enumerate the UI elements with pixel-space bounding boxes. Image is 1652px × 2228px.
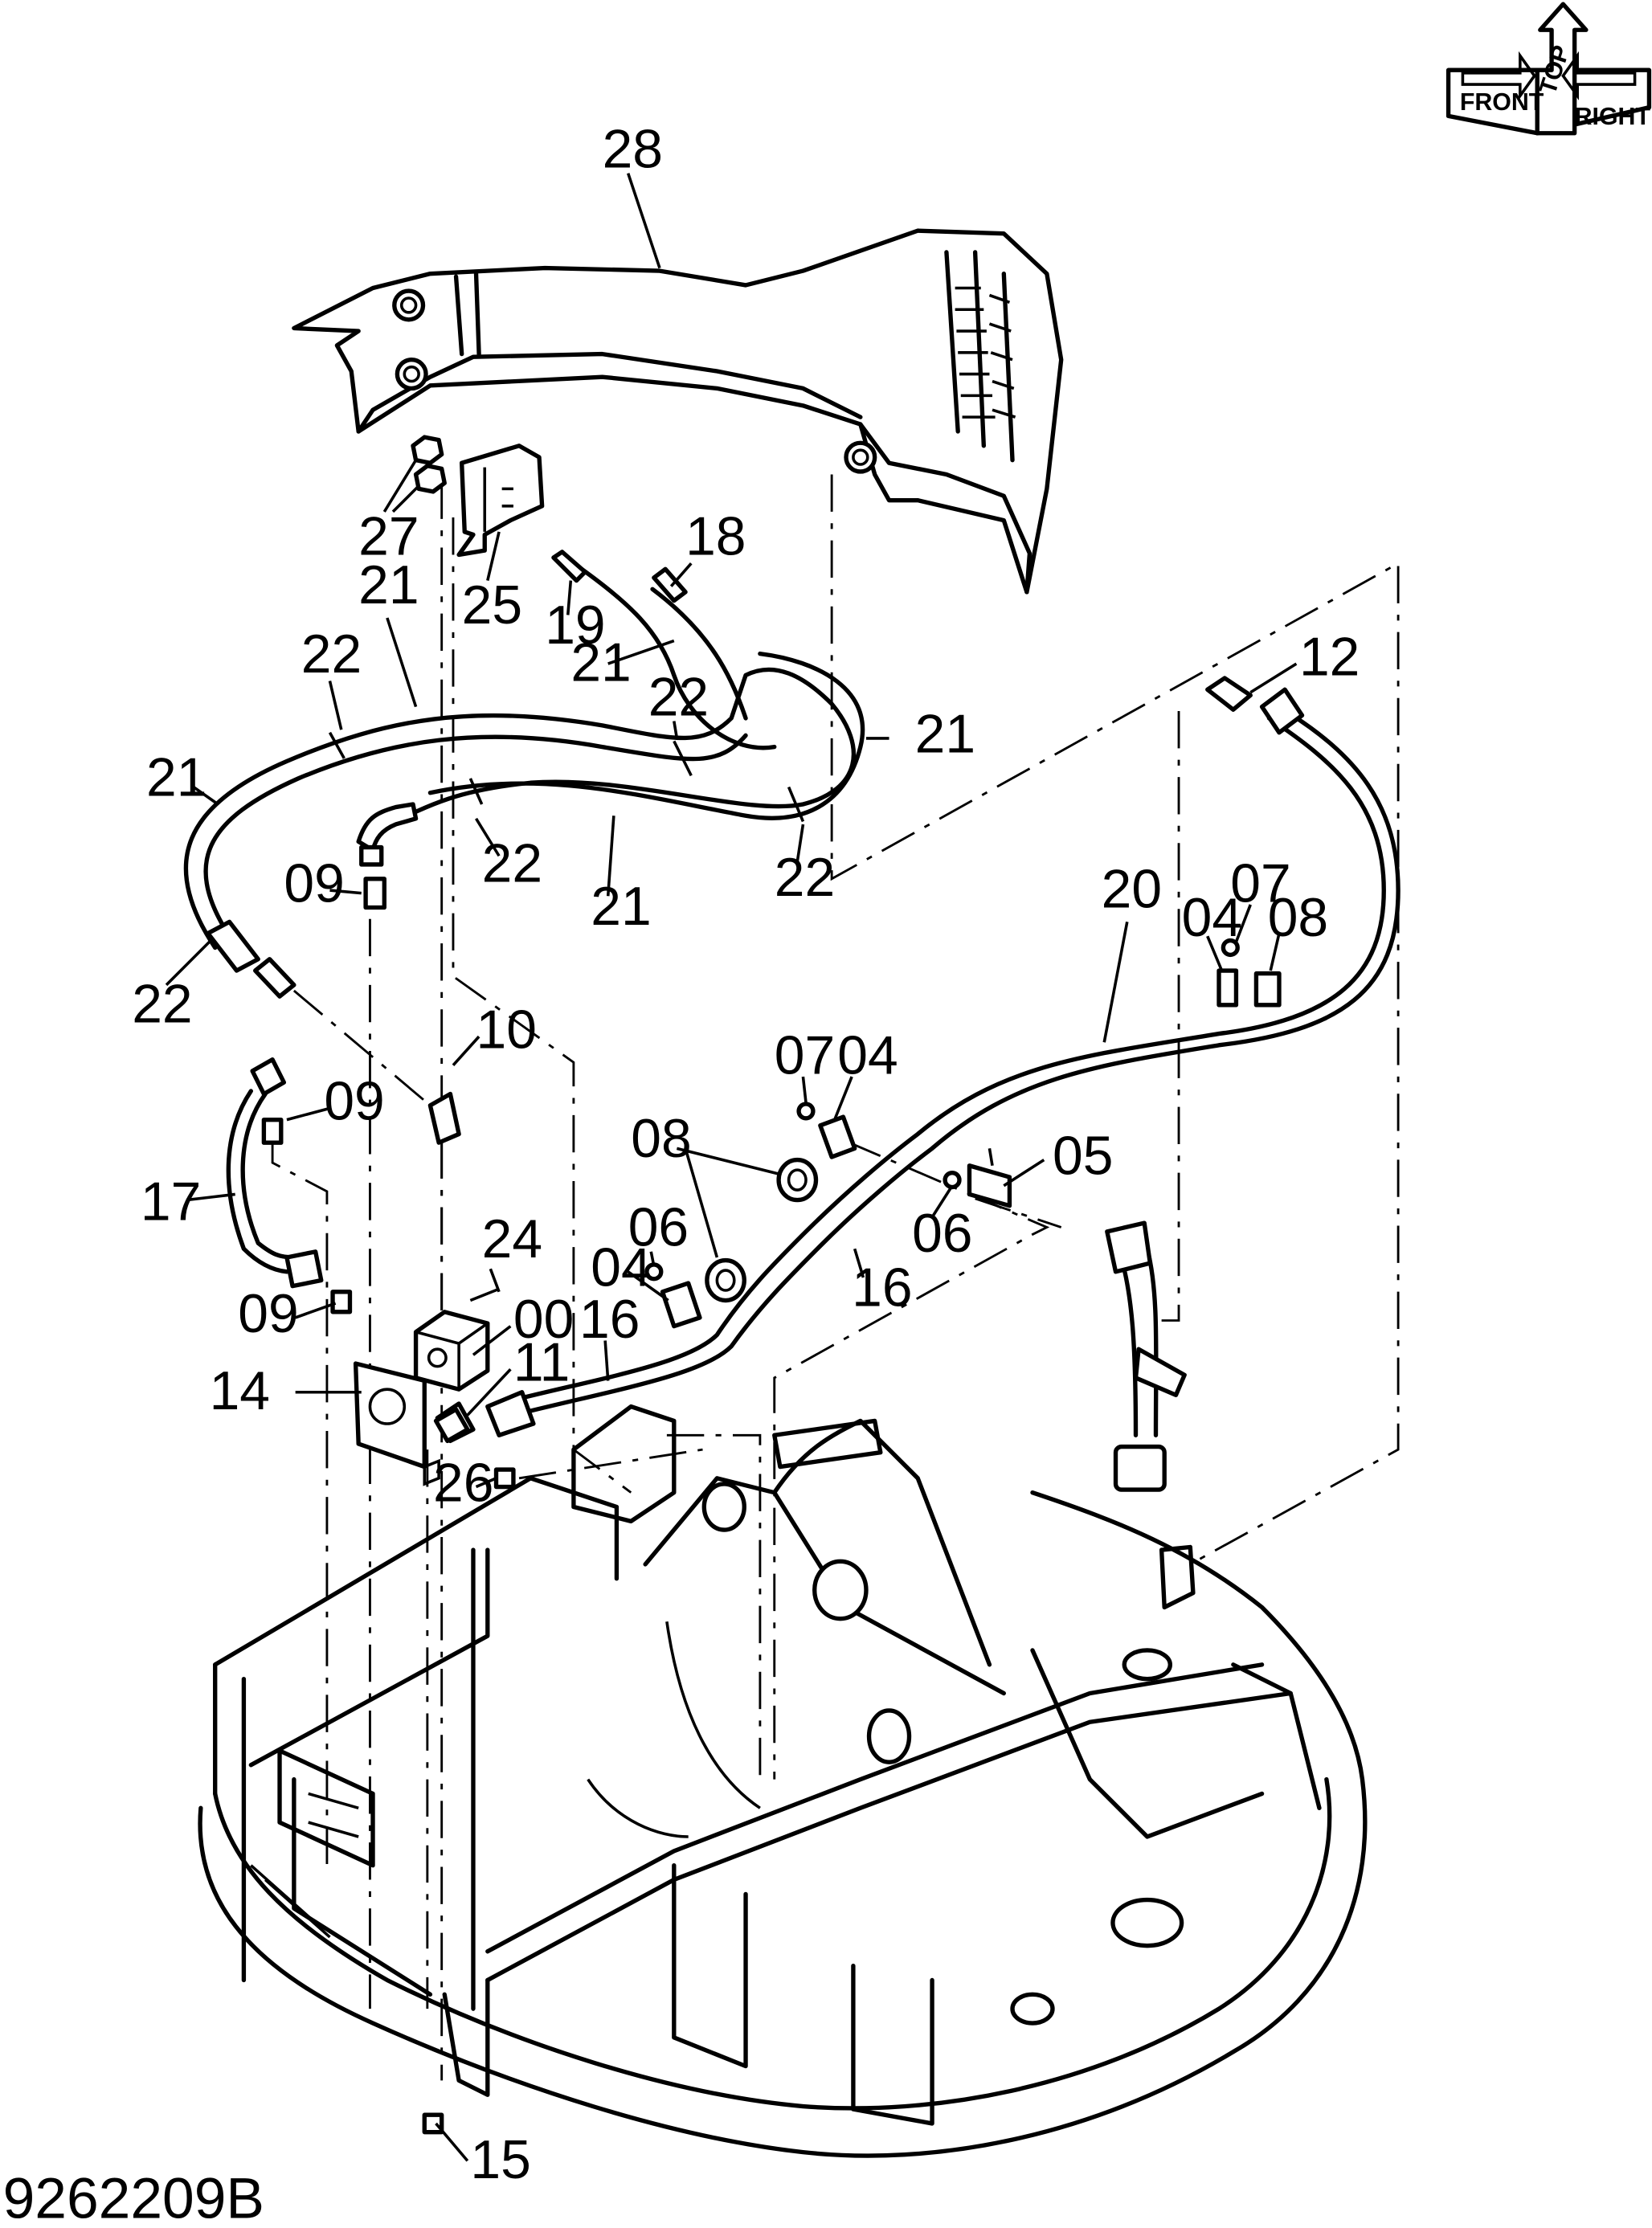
callout-09-bottom: 09 xyxy=(238,1284,298,1344)
callout-15: 15 xyxy=(470,2130,530,2190)
callout-09-top: 09 xyxy=(284,853,344,914)
callout-08-middle: 08 xyxy=(631,1109,691,1169)
callout-25: 25 xyxy=(462,575,522,636)
callout-22-middle: 22 xyxy=(648,667,709,727)
callout-11: 11 xyxy=(513,1332,570,1392)
callout-21-right: 21 xyxy=(915,705,975,765)
callout-10: 10 xyxy=(476,1000,537,1060)
leader-lines xyxy=(165,173,1298,2162)
callout-17: 17 xyxy=(141,1172,201,1233)
callout-12: 12 xyxy=(1299,627,1360,687)
callout-04-lower: 04 xyxy=(591,1238,651,1298)
callout-28: 28 xyxy=(603,120,663,180)
hose-17-assembly xyxy=(226,1057,324,1289)
callout-06-right: 06 xyxy=(912,1204,972,1264)
callout-27: 27 xyxy=(358,506,419,566)
callout-00: 00 xyxy=(513,1290,574,1350)
part-28-cab-cover xyxy=(292,228,1064,595)
callout-22-left: 22 xyxy=(132,974,192,1034)
callout-21-top: 21 xyxy=(570,633,631,693)
callout-22-lower-middle: 22 xyxy=(482,833,542,893)
callout-04-middle: 04 xyxy=(837,1026,898,1086)
callout-20: 20 xyxy=(1102,860,1162,920)
callout-06-middle: 06 xyxy=(628,1198,689,1258)
callout-24: 24 xyxy=(482,1209,542,1269)
callout-16-right: 16 xyxy=(852,1258,912,1318)
callout-04-right: 04 xyxy=(1182,888,1242,948)
callout-18: 18 xyxy=(685,506,746,566)
pipe-assembly xyxy=(1105,1220,1187,1492)
alignment-lines xyxy=(271,474,1400,2081)
callout-21-bottom: 21 xyxy=(591,877,651,937)
callout-16-middle: 16 xyxy=(579,1290,640,1350)
callout-22-upper-left: 22 xyxy=(301,624,362,685)
callout-19: 19 xyxy=(545,595,605,656)
orientation-compass-icon: FRONT RIGHT TOP xyxy=(1446,2,1652,136)
callout-07-right: 07 xyxy=(1230,853,1290,914)
small-fittings xyxy=(261,877,516,2135)
callout-22-right: 22 xyxy=(775,848,835,908)
callout-21-upper-left: 21 xyxy=(358,555,419,615)
callout-09-middle: 09 xyxy=(324,1072,384,1132)
upper-frame-structure xyxy=(198,1404,1368,2158)
compass-right-label: RIGHT xyxy=(1575,104,1651,130)
callout-labels: 28 27 25 18 19 21 21 21 21 21 22 22 22 2… xyxy=(3,120,1360,2228)
hose-21-assembly xyxy=(183,550,865,999)
callout-07-middle: 07 xyxy=(775,1026,835,1086)
callout-21-left: 21 xyxy=(146,747,206,807)
callout-05: 05 xyxy=(1053,1126,1113,1186)
drawing-number: 9262209B xyxy=(3,2167,264,2228)
callout-26: 26 xyxy=(433,1453,493,1513)
part-27-nuts xyxy=(411,435,447,494)
callout-14: 14 xyxy=(210,1361,270,1421)
part-14-mounting-plate xyxy=(353,1361,440,1486)
clamps-group xyxy=(644,938,1282,1329)
compass-front-label: FRONT xyxy=(1460,89,1544,116)
callout-08-right: 08 xyxy=(1268,888,1328,948)
part-25-bracket xyxy=(456,444,545,558)
